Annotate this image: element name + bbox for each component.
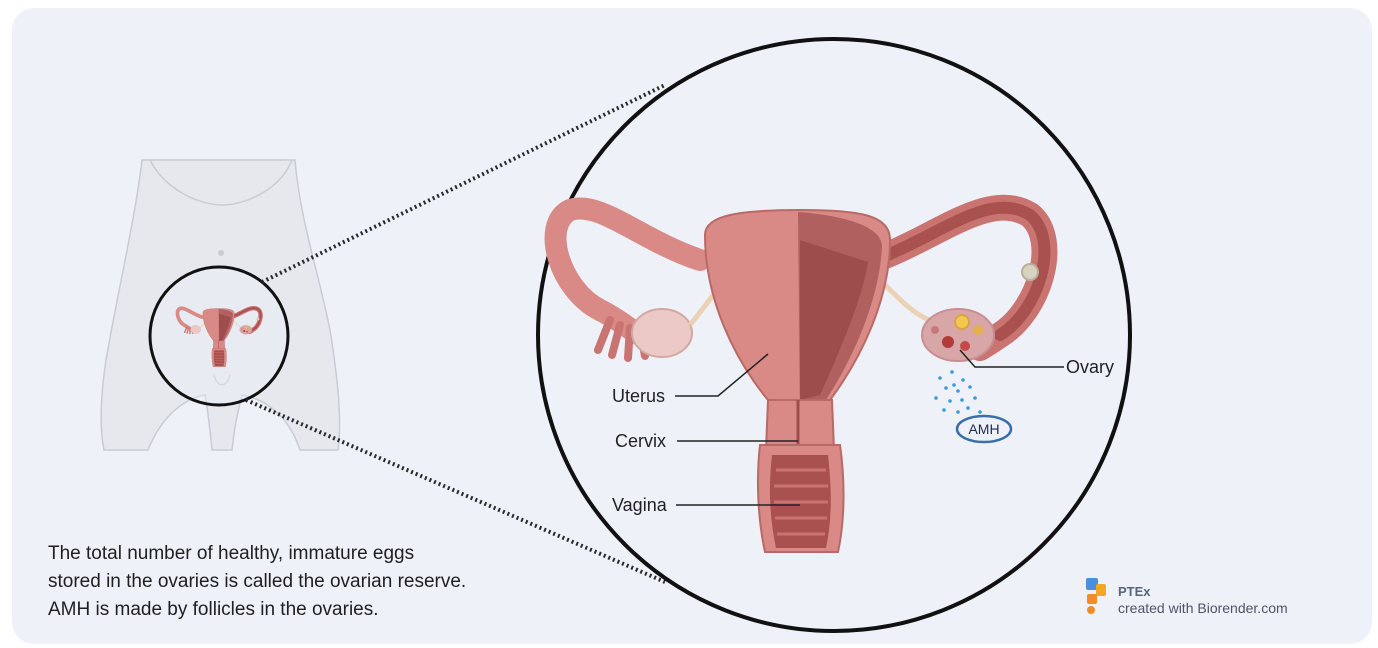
vagina-label: Vagina xyxy=(612,495,668,515)
ovary-label: Ovary xyxy=(1066,357,1114,377)
credit-name: PTEx xyxy=(1118,584,1151,599)
caption-line-3: AMH is made by follicles in the ovaries. xyxy=(48,596,568,624)
ptex-logo-icon xyxy=(1084,576,1110,616)
zoom-source-circle xyxy=(150,267,288,405)
caption-line-1: The total number of healthy, immature eg… xyxy=(48,540,568,568)
uterus-label: Uterus xyxy=(612,386,665,406)
caption: The total number of healthy, immature eg… xyxy=(48,540,568,624)
amh-label: AMH xyxy=(968,421,999,437)
amh-badge: AMH xyxy=(957,416,1011,442)
credit-subtitle: created with Biorender.com xyxy=(1118,600,1288,616)
caption-line-2: stored in the ovaries is called the ovar… xyxy=(48,568,568,596)
cervix-label: Cervix xyxy=(615,431,666,451)
